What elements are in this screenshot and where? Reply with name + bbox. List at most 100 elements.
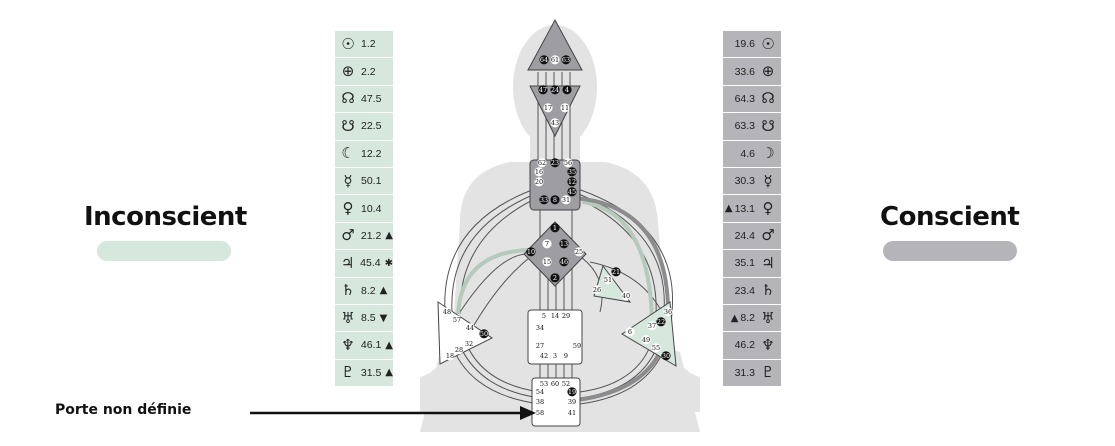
gate-2: 2 [553, 274, 557, 282]
undefined-gate-arrow [250, 406, 536, 420]
gate-37: 37 [648, 322, 656, 330]
conscious-planet-row: 30.3☿ [723, 168, 781, 196]
unconscious-planet-row: ☊47.5 [335, 86, 393, 114]
gate-13-marker [559, 239, 569, 249]
gate-line-value: 21.2 [360, 229, 382, 242]
gate-line-value: 8.5 [361, 312, 376, 325]
gate-48-marker [442, 307, 452, 317]
unconscious-planet-row: ☿50.1 [335, 168, 393, 196]
conscious-title: Conscient [880, 202, 1020, 232]
conscious-color-bar [883, 241, 1017, 261]
gate-32-marker [464, 339, 474, 349]
uranus-icon: ♅ [341, 308, 355, 327]
gate-42: 42 [540, 352, 548, 360]
conscious-planet-row: 4.6☽ [723, 141, 781, 168]
gate-6: 6 [628, 328, 632, 336]
conscious-planet-row: ▲13.1♀ [723, 195, 781, 223]
gate-44-marker [465, 323, 475, 333]
gate-60-marker [550, 379, 560, 389]
conscious-planet-row: 63.3☋ [723, 113, 781, 141]
gate-48: 48 [443, 308, 451, 316]
gate-46: 46 [560, 258, 568, 266]
gate-61: 61 [551, 56, 559, 64]
gate-52-marker [561, 379, 571, 389]
gate-33: 33 [540, 196, 548, 204]
gate-31-marker [561, 195, 571, 205]
gate-17: 17 [544, 104, 552, 112]
unconscious-planet-row: ☉1.2 [335, 31, 393, 59]
gate-1-marker [550, 223, 560, 233]
gate-6-marker [625, 327, 635, 337]
fixing-marker: ▲ [385, 230, 393, 242]
gate-5-marker [539, 311, 549, 321]
gate-30: 30 [662, 352, 670, 360]
gate-4-marker [562, 85, 572, 95]
spleen-center [437, 301, 493, 365]
fixing-marker: ▲ [379, 285, 388, 297]
gate-57: 57 [453, 316, 461, 324]
gate-63-marker [561, 55, 571, 65]
gate-10: 10 [527, 248, 535, 256]
conscious-planet-row: 31.3♇ [723, 360, 781, 388]
gate-line-value: 50.1 [361, 175, 382, 188]
gate-58: 58 [536, 409, 544, 417]
gate-40-marker [621, 291, 631, 301]
pluto-icon: ♇ [341, 363, 355, 382]
gate-18-marker [445, 351, 455, 361]
gate-38: 38 [536, 398, 544, 406]
gate-line-value: 4.6 [740, 147, 755, 160]
uranus-icon: ♅ [761, 308, 775, 327]
gate-23: 23 [551, 159, 559, 167]
moon-icon: ☾ [341, 144, 355, 163]
gate-line-value: 23.4 [734, 284, 755, 297]
gate-18: 18 [446, 352, 454, 360]
conscious-planet-row: 46.2 ♆ [723, 332, 781, 360]
gate-29: 29 [562, 312, 570, 320]
gate-39: 39 [568, 398, 576, 406]
gate-21-marker [611, 267, 621, 277]
gate-36: 36 [664, 308, 672, 316]
unconscious-planet-row: ⊕2.2 [335, 58, 393, 86]
gate-22-marker [656, 317, 666, 327]
gate-59-marker [572, 341, 582, 351]
gate-62: 62 [538, 159, 546, 167]
gate-line-value: 31.5 [360, 366, 382, 379]
gate-line-value: 46.2 [734, 339, 755, 352]
unconscious-planet-row: ☾ 12.2 [335, 141, 393, 168]
gate-34-marker [535, 323, 545, 333]
gate-43-marker [550, 118, 560, 128]
gate-28-marker [454, 345, 464, 355]
neptune-icon: ♆ [761, 335, 775, 354]
north-node-icon: ☊ [761, 89, 775, 108]
gate-3: 3 [553, 352, 557, 360]
gate-57-marker [452, 315, 462, 325]
gate-24-marker [550, 85, 560, 95]
gate-15: 15 [543, 258, 551, 266]
gate-line-value: 8.2 [361, 284, 376, 297]
gate-49-marker [641, 335, 651, 345]
sun-icon: ☉ [341, 34, 355, 53]
gate-2-marker [550, 273, 560, 283]
gate-line-value: 12.2 [361, 147, 382, 160]
gate-4: 4 [565, 86, 569, 94]
jupiter-icon: ♃ [761, 253, 775, 272]
gate-19: 19 [568, 388, 576, 396]
fixing-marker: ▲ [385, 367, 393, 379]
gate-line-value: 47.5 [361, 92, 382, 105]
gate-12: 12 [568, 178, 576, 186]
gate-line-value: 33.6 [734, 65, 755, 78]
unconscious-planet-row: ♅8.5▼ [335, 305, 393, 333]
gate-35: 35 [568, 168, 576, 176]
conscious-planet-row: 33.6⊕ [723, 58, 781, 86]
gate-50: 50 [480, 330, 488, 338]
gate-1: 1 [553, 224, 557, 232]
saturn-icon: ♄ [341, 281, 355, 300]
gate-14: 14 [551, 312, 559, 320]
gate-49: 49 [642, 336, 650, 344]
unconscious-planet-row: ♀10.4 [335, 195, 393, 223]
gate-44: 44 [466, 324, 474, 332]
conscious-planet-row: 19.6☉ [723, 31, 781, 59]
venus-icon: ♀ [342, 199, 354, 218]
gate-43: 43 [551, 119, 559, 127]
gate-line-value: 2.2 [361, 65, 376, 78]
